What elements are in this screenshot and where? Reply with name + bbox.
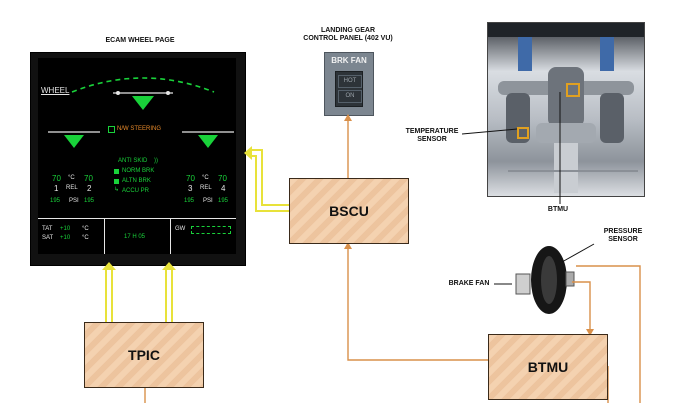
wheel-3-pressure: 195 — [184, 198, 195, 204]
wheel-4-temp: 70 — [218, 174, 227, 183]
ecam-wheel-page: WHEEL N/W STEERING ANTI SKID )) NORM BRK… — [38, 58, 236, 254]
left-main-gear-indicator — [48, 131, 100, 148]
nw-steering-label: N/W STEERING — [117, 126, 162, 132]
nose-gear-indicator — [113, 91, 173, 110]
sat-label: SAT — [42, 235, 54, 241]
wheel-4-number: 4 — [221, 184, 226, 193]
clock-time: 17 H 05 — [124, 234, 146, 240]
ecam-divider-left — [104, 218, 105, 254]
right-wheel-block: 70 °C 70 3 REL 4 195 PSI 195 — [180, 174, 236, 208]
accu-pr-arrow: ↳ — [114, 187, 120, 193]
wheel-1-number: 1 — [54, 184, 59, 193]
brake-fan-panel: BRK FAN HOT ON — [324, 52, 374, 116]
wheel-2-pressure: 195 — [84, 198, 95, 204]
wheel-page-title: WHEEL — [41, 86, 70, 95]
btmu-leader — [559, 92, 561, 204]
pressure-sensor-caption: PRESSURE SENSOR — [603, 228, 643, 243]
wheel-3-temp: 70 — [186, 174, 195, 183]
brake-fan-button[interactable]: HOT ON — [335, 71, 363, 107]
wheel-4-pressure: 195 — [218, 198, 229, 204]
psi-label: PSI — [69, 198, 79, 204]
brake-fan-title: BRK FAN — [331, 56, 367, 65]
ecam-divider — [38, 218, 236, 219]
nw-steering-box — [108, 126, 115, 133]
rel-label: REL — [66, 185, 78, 191]
sat-unit: °C — [82, 235, 89, 241]
btmu-highlight — [566, 83, 580, 97]
wheel-2-temp: 70 — [84, 174, 93, 183]
temperature-sensor-leader — [462, 128, 518, 135]
sensor-highlight — [517, 127, 529, 139]
altn-brk-label: ALTN BRK — [122, 178, 151, 184]
anti-skid-label: ANTI SKID — [118, 158, 148, 164]
on-indicator: ON — [338, 90, 362, 103]
tat-unit: °C — [82, 226, 89, 232]
gear-panel-caption: LANDING GEAR CONTROL PANEL (402 VU) — [303, 27, 393, 42]
wheel-2-number: 2 — [87, 184, 92, 193]
psi-label: PSI — [203, 198, 213, 204]
brake-assembly-illustration — [488, 23, 644, 193]
temperature-sensor-caption: TEMPERATURE SENSOR — [405, 128, 459, 143]
gw-value-boxes — [191, 226, 231, 234]
sat-value: +10 — [60, 235, 71, 241]
brake-fan-caption: BRAKE FAN — [448, 280, 490, 287]
wheel-3-number: 3 — [188, 184, 193, 193]
norm-brk-box — [114, 169, 119, 174]
wheel-and-fan-illustration — [494, 243, 595, 314]
gw-label: GW — [175, 226, 186, 232]
left-wheel-block: 70 °C 70 1 REL 2 195 PSI 195 — [44, 174, 104, 208]
btmu-photo-caption: BTMU — [547, 206, 569, 213]
accu-pr-label: ACCU PR — [122, 188, 150, 194]
tat-value: +10 — [60, 226, 71, 232]
btmu-box: BTMU — [488, 334, 608, 400]
wheel-1-temp: 70 — [52, 174, 61, 183]
ecam-caption: ECAM WHEEL PAGE — [105, 37, 175, 44]
temp-unit: °C — [202, 175, 209, 181]
ecam-divider-right — [170, 218, 171, 254]
temp-unit: °C — [68, 175, 75, 181]
bscu-box: BSCU — [289, 178, 409, 244]
brake-assembly-photo — [487, 22, 645, 197]
tat-label: TAT — [42, 226, 53, 232]
anti-skid-symbol: )) — [154, 158, 158, 164]
norm-brk-label: NORM BRK — [122, 168, 155, 174]
altn-brk-box — [114, 179, 119, 184]
rel-label: REL — [200, 185, 212, 191]
right-main-gear-indicator — [182, 131, 234, 148]
wheel-1-pressure: 195 — [50, 198, 61, 204]
steering-arc — [71, 77, 215, 93]
tpic-box: TPIC — [84, 322, 204, 388]
hot-indicator: HOT — [338, 75, 362, 88]
